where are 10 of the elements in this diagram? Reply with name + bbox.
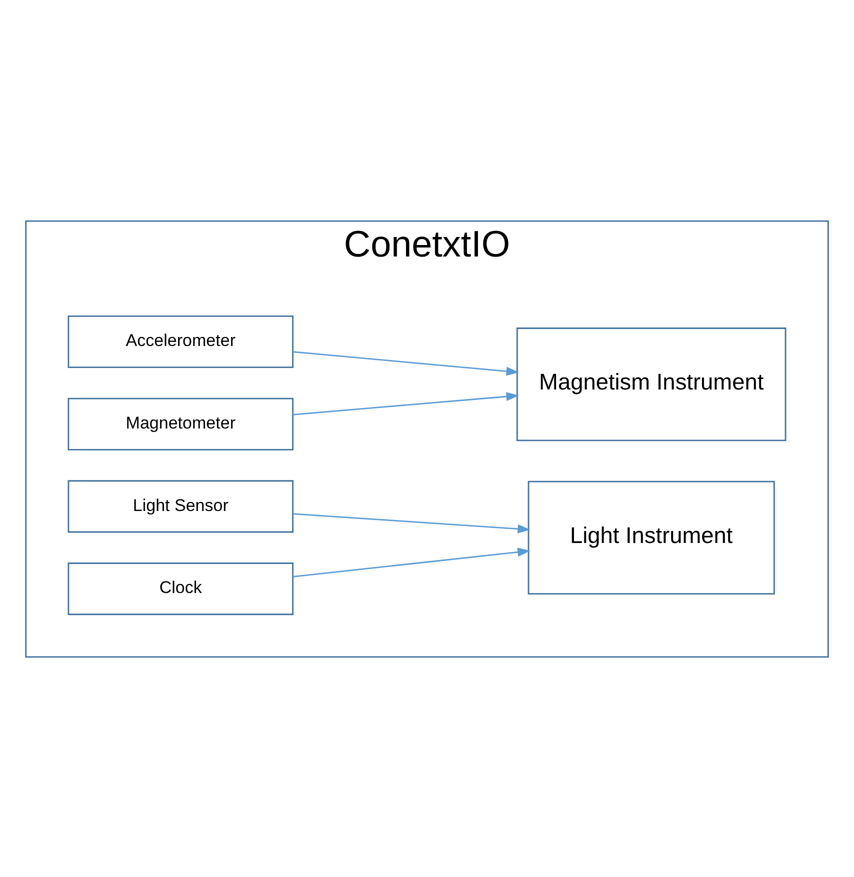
arrow bbox=[292, 392, 520, 415]
node-box: Light Instrument bbox=[528, 480, 775, 594]
arrow bbox=[292, 547, 530, 577]
node-box: Light Sensor bbox=[68, 480, 294, 532]
node-box: Magnetism Instrument bbox=[516, 327, 786, 441]
arrow bbox=[292, 350, 520, 376]
node-box: Accelerometer bbox=[68, 314, 294, 368]
arrow bbox=[292, 512, 530, 533]
node-box: Magnetometer bbox=[68, 397, 294, 450]
node-box: Clock bbox=[68, 562, 294, 615]
